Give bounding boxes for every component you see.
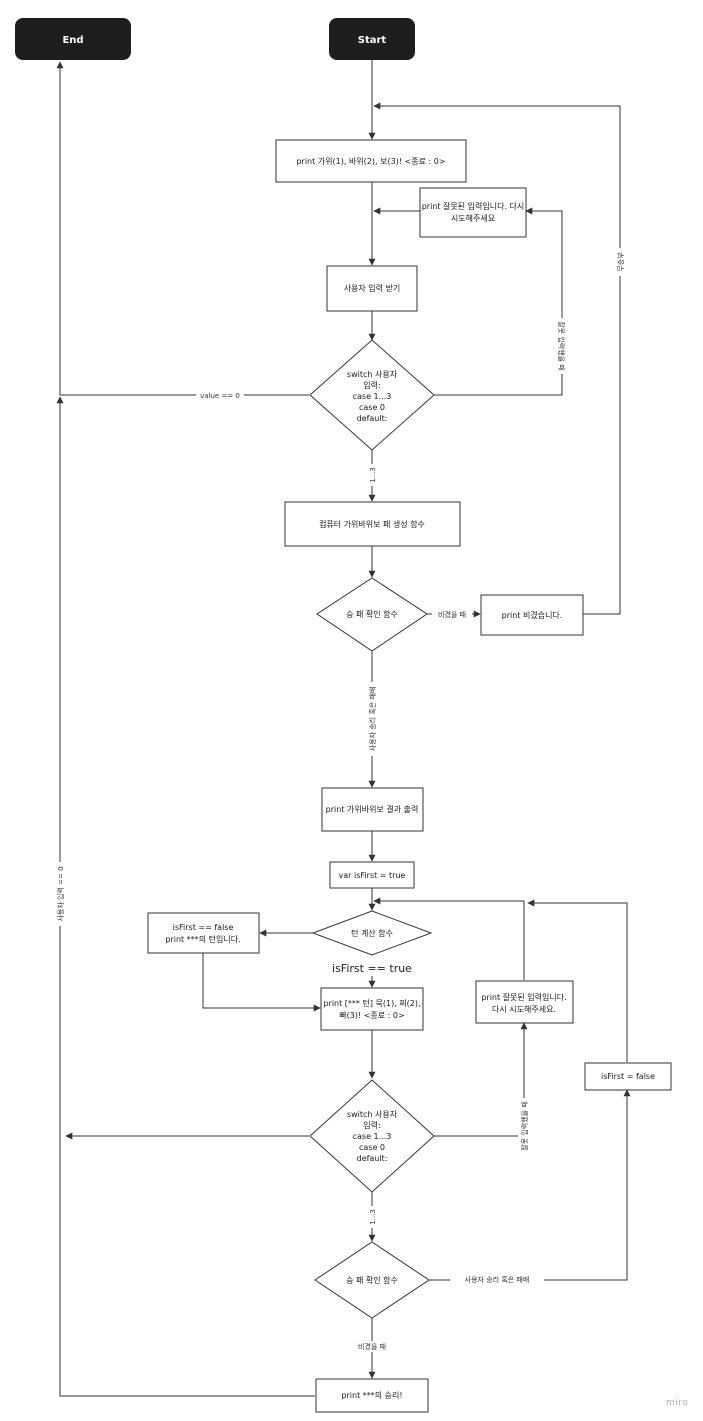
label-value-zero: value == 0 — [200, 392, 240, 400]
computer-text: 컴퓨터 가위바위보 패 생성 함수 — [319, 519, 425, 529]
switch1-diamond: switch 사용자 입력: case 1...3 case 0 default… — [309, 339, 435, 451]
switch2-line: case 1...3 — [353, 1132, 392, 1141]
invalid2-box: print 잘못된 입력입니다. 다시 시도해주세요. — [475, 980, 574, 1024]
varfirst-text: var isFirst = true — [339, 871, 406, 880]
notfirst-line2: print ***의 턴입니다. — [165, 934, 240, 944]
switch2-line: 입력: — [363, 1120, 380, 1130]
edge-switch1-end — [56, 61, 309, 396]
end-terminal: End — [15, 18, 131, 60]
switch1-line: case 1...3 — [353, 392, 392, 401]
win-text: print ***의 승리! — [341, 1390, 402, 1400]
mjb-box: print [*** 턴] 묵(1), 찌(2), 빠(3)! <종료 : 0> — [320, 987, 424, 1031]
edge-labels: value == 0 잘못 입력했을 때 무승부 1...3 비겼을 때 사용자… — [54, 248, 626, 1352]
label-range-1: 1...3 — [369, 467, 377, 483]
switch1-line: case 0 — [359, 403, 385, 412]
start-label: Start — [358, 35, 387, 46]
setfalse-text: isFirst = false — [601, 1072, 655, 1081]
notfirst-line1: isFirst == false — [173, 923, 234, 932]
varfirst-box: var isFirst = true — [329, 861, 415, 889]
switch2-diamond: switch 사용자 입력: case 1...3 case 0 default… — [309, 1079, 435, 1193]
label-draw-when-2: 비겼을 때 — [358, 1342, 386, 1351]
label-user-win-lose-2: 사용자 승리 혹은 패배 — [465, 1275, 530, 1284]
prompt-text: print 가위(1), 바위(2), 보(3)! <종료 : 0> — [296, 156, 445, 166]
label-user-win-lose-1: 사용자 승리 혹은 패배 — [368, 687, 377, 752]
label-invalid-when-2: 잘못 입력했을 때 — [520, 1101, 529, 1151]
judge2-diamond: 승 패 확인 함수 — [314, 1241, 430, 1319]
miro-watermark: miro — [666, 1398, 688, 1408]
judge1-diamond: 승 패 확인 함수 — [316, 577, 428, 652]
label-draw-branch: 무승부 — [617, 252, 625, 272]
switch2-line: case 0 — [359, 1143, 385, 1152]
draw1-text: print 비겼습니다. — [502, 610, 563, 620]
edge-invalid2-join — [373, 897, 525, 980]
result-text: print 가위바위보 결과 출력 — [326, 804, 419, 814]
switch1-line: default: — [357, 414, 388, 423]
invalid1-line2: 시도해주세요 — [451, 213, 495, 223]
notfirst-box: isFirst == false print ***의 턴입니다. — [147, 912, 260, 954]
judge2-text: 승 패 확인 함수 — [346, 1275, 398, 1285]
invalid1-line1: print 잘못된 입력입니다. 다시 — [422, 201, 525, 211]
switch2-line: switch 사용자 — [347, 1110, 398, 1119]
draw1-box: print 비겼습니다. — [480, 594, 584, 636]
invalid2-line2: 다시 시도해주세요. — [492, 1004, 556, 1014]
edge-switch2-invalid2 — [434, 1022, 528, 1137]
turncalc-text: 턴 계산 함수 — [351, 928, 393, 938]
input-box: 사용자 입력 받기 — [326, 265, 418, 312]
edge-notfirst-mjb — [202, 953, 321, 1012]
label-draw-when-1: 비겼을 때 — [438, 610, 466, 619]
input-text: 사용자 입력 받기 — [344, 283, 401, 293]
start-terminal: Start — [329, 18, 415, 60]
edge-switch1-invalid — [434, 207, 563, 396]
label-user-input-zero: 사용자 입력 == 0 — [56, 866, 65, 921]
edge-draw-return — [373, 102, 621, 615]
invalid2-line1: print 잘못된 입력입니다. — [481, 992, 566, 1002]
computer-box: 컴퓨터 가위바위보 패 생성 함수 — [284, 501, 461, 547]
mjb-line2: 빠(3)! <종료 : 0> — [339, 1010, 404, 1020]
label-invalid-when-1: 잘못 입력했을 때 — [557, 321, 566, 371]
mjb-line1: print [*** 턴] 묵(1), 찌(2), — [323, 998, 420, 1008]
switch1-line: 입력: — [363, 380, 380, 390]
connectors — [56, 60, 631, 1397]
label-range-2: 1...3 — [369, 1209, 377, 1225]
end-label: End — [62, 35, 83, 46]
edge-setfalse-join — [527, 899, 628, 1062]
label-isfirst-true: isFirst == true — [332, 962, 412, 975]
switch2-line: default: — [357, 1154, 388, 1163]
setfalse-box: isFirst = false — [584, 1062, 672, 1091]
judge1-text: 승 패 확인 함수 — [346, 609, 398, 619]
prompt-box: print 가위(1), 바위(2), 보(3)! <종료 : 0> — [275, 139, 467, 183]
invalid1-box: print 잘못된 입력입니다. 다시 시도해주세요 — [419, 187, 527, 238]
result-box: print 가위바위보 결과 출력 — [321, 787, 424, 832]
turncalc-diamond: 턴 계산 함수 — [311, 910, 433, 956]
edge-win-end — [56, 396, 315, 1397]
win-box: print ***의 승리! — [315, 1378, 429, 1413]
switch1-line: switch 사용자 — [347, 370, 398, 379]
